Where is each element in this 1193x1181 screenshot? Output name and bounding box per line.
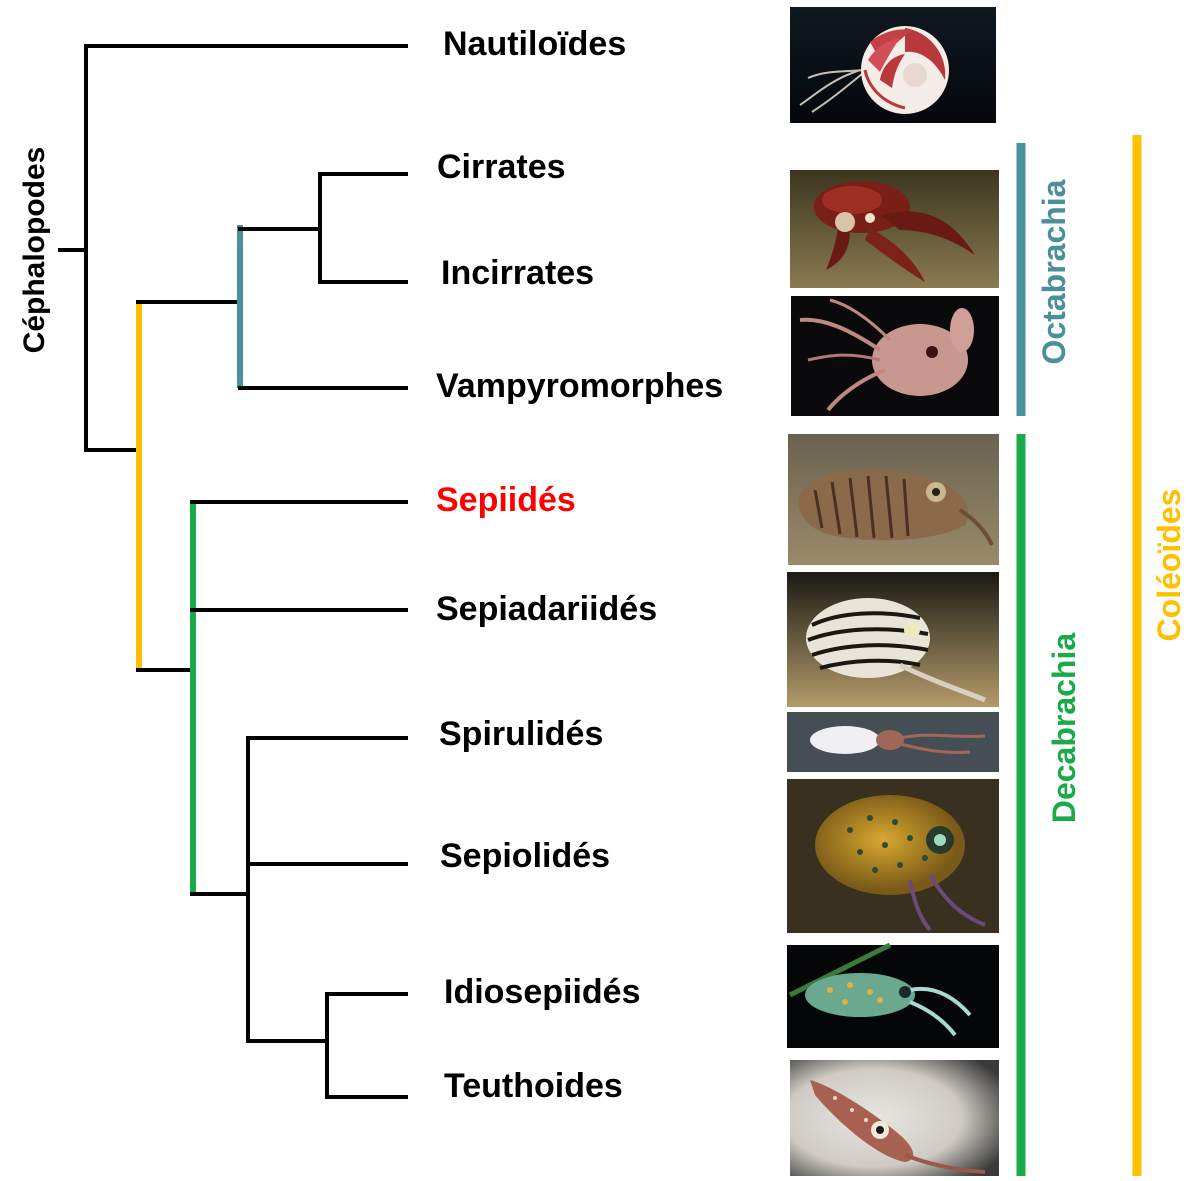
label-teuthoides: Teuthoides: [444, 1067, 623, 1105]
label-nautiloides: Nautiloïdes: [443, 25, 626, 63]
photo-octopus: [790, 170, 999, 288]
label-sepiadariides: Sepiadariidés: [436, 590, 657, 628]
photo-nautilus: [790, 7, 996, 123]
photo-squid: [790, 1060, 999, 1176]
tree-branches: [58, 44, 408, 1099]
label-incirrates: Incirrates: [441, 254, 594, 292]
label-sepiides: Sepiidés: [436, 481, 576, 519]
root-label: Céphalopodes: [18, 147, 51, 354]
photo-vampire-squid: [791, 296, 999, 416]
photos: [787, 7, 999, 1176]
photo-pygmy-squid: [787, 945, 999, 1048]
coleoides-label: Coléoïdes: [1151, 489, 1187, 642]
label-sepiolides: Sepiolidés: [440, 837, 610, 875]
taxon-labels: Nautiloïdes Cirrates Incirrates Vampyrom…: [436, 25, 723, 1105]
decabrachia-label: Decabrachia: [1046, 633, 1082, 824]
photo-spirula: [787, 712, 999, 772]
label-idiosepiides: Idiosepiidés: [444, 973, 641, 1011]
photo-cuttlefish: [788, 434, 999, 565]
label-cirrates: Cirrates: [437, 148, 566, 186]
octabrachia-label: Octabrachia: [1036, 179, 1072, 364]
photo-striped-pyjama-squid: [787, 572, 999, 707]
label-spirulides: Spirulidés: [439, 715, 603, 753]
photo-bobtail-squid: [787, 779, 999, 933]
label-vampyromorphes: Vampyromorphes: [436, 367, 723, 405]
